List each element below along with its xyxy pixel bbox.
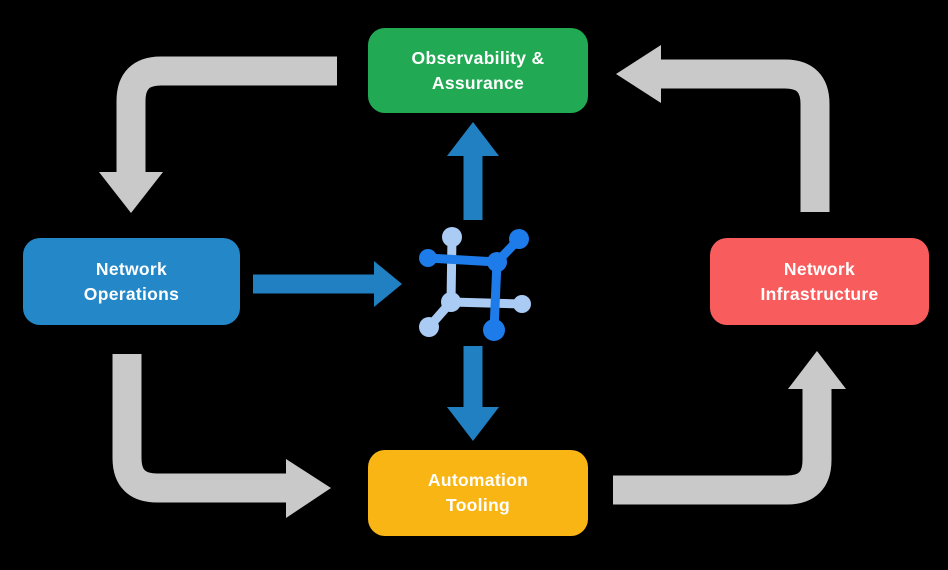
node-network-infrastructure: Network Infrastructure <box>710 238 929 325</box>
arrow-operations-to-tooling <box>112 354 331 518</box>
node-label: Observability & Assurance <box>411 47 545 93</box>
network-fabric-icon <box>419 227 531 341</box>
node-label: Network Operations <box>83 258 180 304</box>
node-observability-assurance: Observability & Assurance <box>368 28 588 113</box>
arrow-center-to-observability <box>447 122 499 220</box>
node-automation-tooling: Automation Tooling <box>368 450 588 536</box>
node-label: Automation Tooling <box>427 470 529 515</box>
arrow-infrastructure-to-observability <box>616 45 830 212</box>
node-network-operations: Network Operations <box>23 238 240 325</box>
node-label: Network Infrastructure <box>760 258 879 304</box>
arrow-operations-to-center <box>253 261 402 307</box>
arrow-center-to-tooling <box>447 346 499 441</box>
arrow-tooling-to-infrastructure <box>613 351 846 505</box>
arrow-observability-to-operations <box>99 56 337 213</box>
